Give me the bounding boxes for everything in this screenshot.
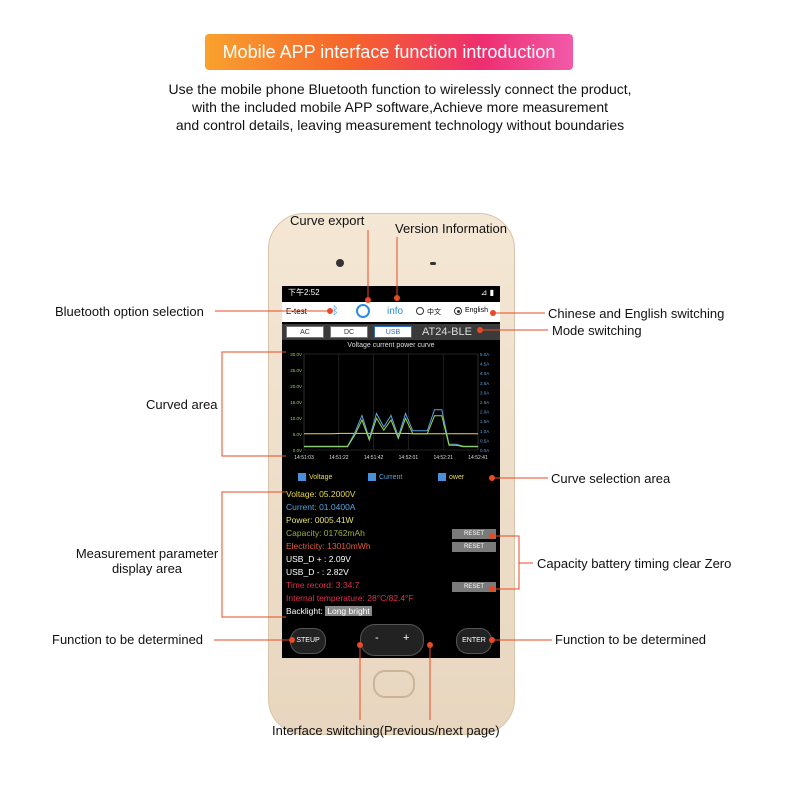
home-button[interactable] [373, 670, 415, 698]
status-icons: ⊿ ▮ [480, 288, 494, 297]
lang-zh-label: 中文 [427, 309, 441, 316]
y-right-tick-label: 0.5A [480, 438, 489, 443]
voltage-check-label: Voltage [309, 473, 333, 481]
chart-title: Voltage current power curve [347, 342, 435, 349]
label-curve-selection: Curve selection area [551, 471, 671, 486]
y-right-tick-label: 4.0A [480, 371, 489, 376]
y-left-tick-label: 10.0V [290, 416, 302, 421]
y-right-tick-label: 4.5A [480, 362, 489, 367]
app-title: E-test [286, 307, 307, 316]
device-name: AT24-BLE [422, 326, 472, 338]
intro-line-1: Use the mobile phone Bluetooth function … [168, 81, 632, 97]
lang-zh-radio[interactable] [416, 307, 424, 315]
lang-en-radio[interactable] [454, 307, 462, 315]
y-right-tick-label: 3.0A [480, 390, 489, 395]
backlight-value[interactable]: Long bright [325, 606, 372, 616]
banner-title: Mobile APP interface function introducti… [205, 34, 573, 70]
label-version-info: Version Information [395, 221, 508, 236]
power-checkbox-icon [438, 473, 446, 481]
status-bar: 下午2:52 ⊿ ▮ [282, 286, 500, 300]
y-right-tick-label: 2.5A [480, 400, 489, 405]
y-right-tick-label: 3.5A [480, 381, 489, 386]
bluetooth-icon[interactable]: ᛒ [332, 305, 339, 317]
y-left-tick-label: 20.0V [290, 384, 302, 389]
y-right-tick-label: 5.0A [480, 352, 489, 357]
current-check[interactable]: Current [368, 473, 402, 481]
param-electricity: Electricity: 13010mWh [286, 541, 371, 551]
param-time-record: Time record: 3:34:7 [286, 580, 360, 590]
voltage-check[interactable]: Voltage [298, 473, 332, 481]
measurement-params: Voltage: 05.2000V Current: 01.0400A Powe… [286, 488, 414, 618]
x-tick-label: 14:52:21 [433, 455, 453, 461]
chart-plot-area [303, 353, 479, 451]
label-interface-switching: Interface switching(Previous/next page) [272, 723, 500, 738]
x-tick-label: 14:52:01 [399, 455, 419, 461]
info-button[interactable]: info [387, 306, 404, 317]
param-power: Power: 0005.41W [286, 515, 354, 525]
setup-button[interactable]: STEUP [290, 628, 326, 654]
curve-chart: 14:51:03 14:51:22 14:51:42 14:52:01 14:52:21… [290, 352, 489, 461]
y-right-tick-label: 2.0A [480, 410, 489, 415]
reset-time-button[interactable]: RESET [452, 582, 496, 592]
label-mode-switch: Mode switching [552, 323, 642, 338]
param-internal-temp: Internal temperature: 28°C/82.4°F [286, 593, 414, 603]
param-usb-dp: USB_D + : 2.09V [286, 554, 351, 564]
intro-line-3: and control details, leaving measurement… [175, 117, 625, 133]
param-usb-dm: USB_D - : 2.82V [286, 567, 349, 577]
mode-ac-button[interactable]: AC [286, 326, 324, 338]
label-bluetooth: Bluetooth option selection [55, 304, 204, 319]
power-check[interactable]: ower [438, 473, 464, 481]
param-voltage: Voltage: 05.2000V [286, 489, 356, 499]
y-left-tick-label: 25.0V [290, 368, 302, 373]
label-lang-switch: Chinese and English switching [548, 306, 725, 321]
curve-export-icon[interactable] [356, 304, 370, 318]
voltage-checkbox-icon [298, 473, 306, 481]
label-function-left: Function to be determined [52, 632, 204, 647]
x-tick-label: 14:51:22 [329, 455, 349, 461]
sensor-icon [430, 262, 436, 265]
y-left-tick-label: 5.0V [293, 432, 302, 437]
app-screen: 下午2:52 ⊿ ▮ E-test ᛒ info 中文 English AC D… [282, 286, 500, 658]
x-tick-label: 14:51:42 [364, 455, 384, 461]
front-camera-icon [336, 259, 344, 267]
status-time: 下午2:52 [288, 288, 320, 297]
label-measurement-line2: display area [111, 561, 183, 576]
mode-usb-button[interactable]: USB [374, 326, 412, 338]
y-left-tick-label: 0.0V [293, 448, 302, 453]
intro-text: Use the mobile phone Bluetooth function … [100, 80, 700, 134]
y-right-tick-label: 1.0A [480, 429, 489, 434]
x-tick-label: 14:52:41 [468, 455, 488, 461]
param-capacity: Capacity: 01762mAh [286, 528, 365, 538]
label-measurement-line1: Measurement parameter [75, 546, 219, 561]
label-function-right: Function to be determined [555, 632, 707, 647]
label-capacity-clear: Capacity battery timing clear Zero [537, 556, 732, 571]
label-curve-export: Curve export [290, 213, 365, 228]
x-tick-label: 14:51:03 [294, 455, 314, 461]
reset-capacity-button[interactable]: RESET [452, 529, 496, 539]
y-right-tick-label: 0.0A [480, 448, 489, 453]
label-curved-area: Curved area [146, 397, 218, 412]
power-check-label: ower [449, 473, 465, 481]
mode-dc-button[interactable]: DC [330, 326, 368, 338]
param-backlight: Backlight: Long bright [286, 605, 414, 618]
prev-page-button[interactable]: - [375, 632, 379, 644]
current-check-label: Current [379, 473, 403, 481]
label-measurement: Measurement parameter display area [62, 546, 232, 576]
y-left-tick-label: 15.0V [290, 400, 302, 405]
mode-bar: AC DC USB AT24-BLE [282, 324, 500, 340]
param-current: Current: 01.0400A [286, 502, 356, 512]
reset-electricity-button[interactable]: RESET [452, 542, 496, 552]
app-toolbar: E-test ᛒ info 中文 English [282, 302, 500, 322]
enter-button[interactable]: ENTER [456, 628, 492, 654]
lang-en-label: English [465, 307, 488, 314]
next-page-button[interactable]: + [403, 632, 410, 644]
series-line-power [304, 415, 478, 448]
intro-line-2: with the included mobile APP software,Ac… [191, 99, 609, 115]
y-left-tick-label: 30.0V [290, 352, 302, 357]
backlight-label: Backlight: [286, 606, 323, 616]
page-switch-pad: - + [360, 624, 424, 656]
series-line-current [304, 409, 478, 447]
y-right-tick-label: 1.5A [480, 419, 489, 424]
current-checkbox-icon [368, 473, 376, 481]
